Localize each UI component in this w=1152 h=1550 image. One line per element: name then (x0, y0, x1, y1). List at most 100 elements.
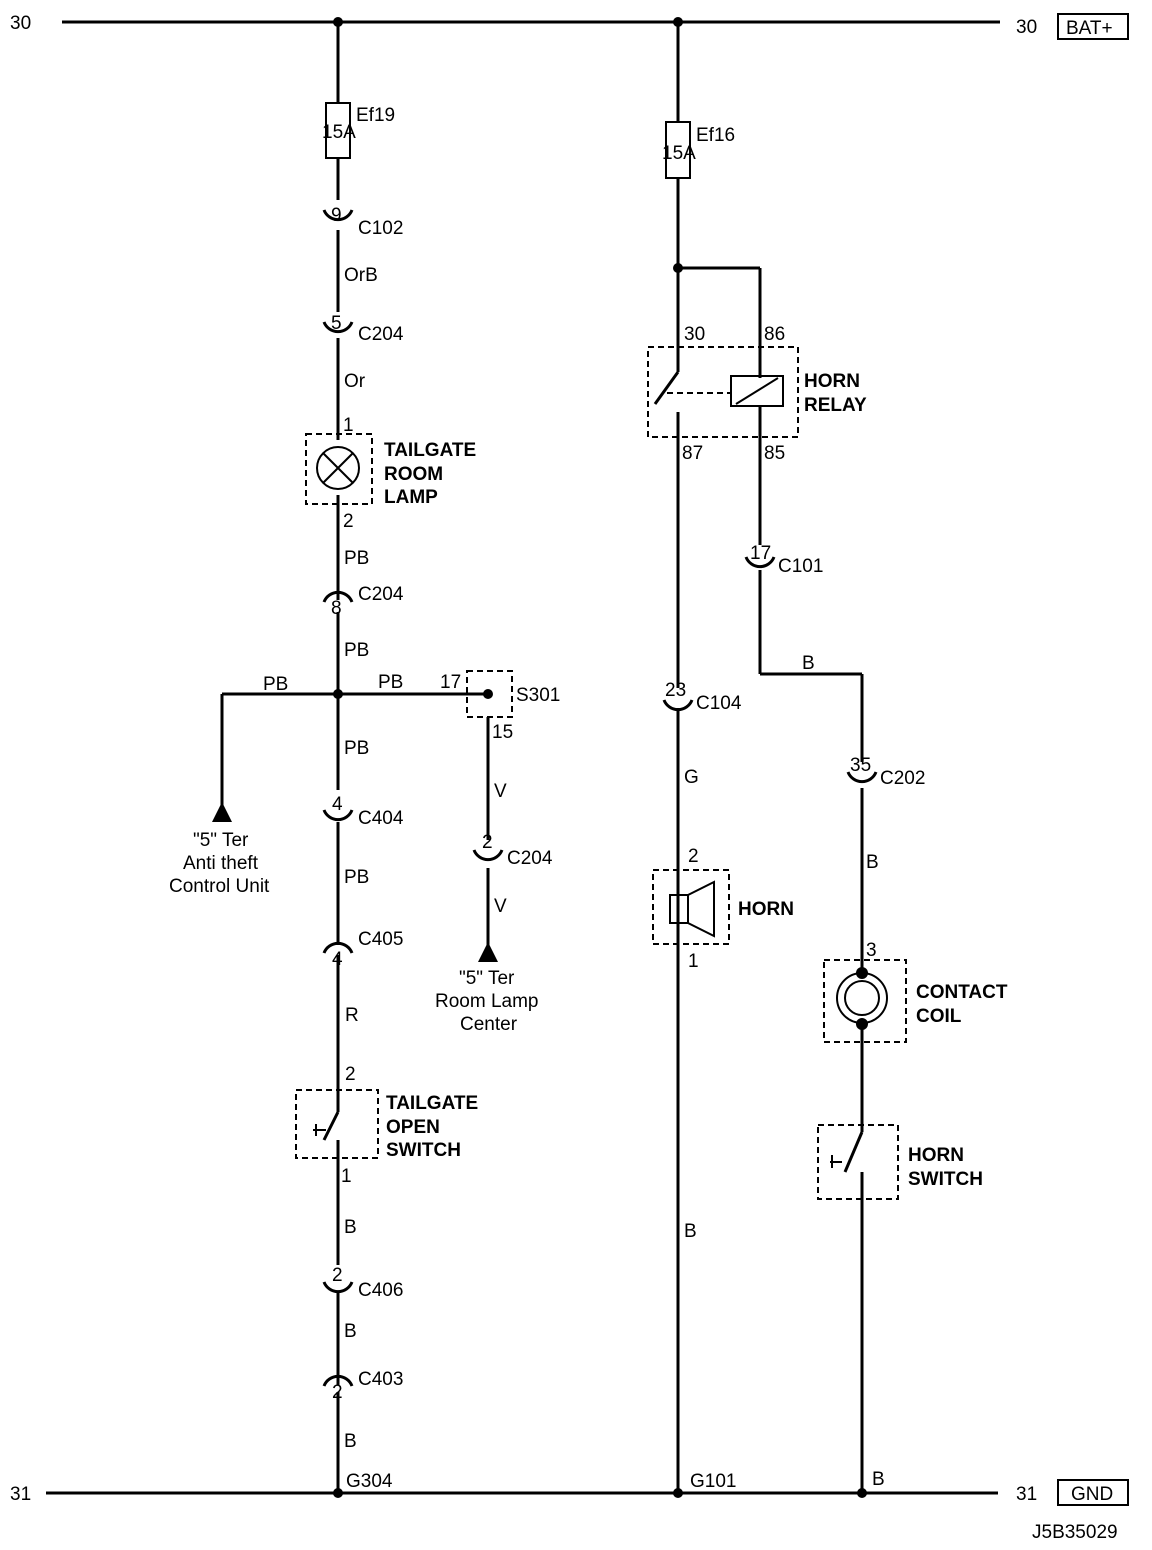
power-rail: 30 30 BAT+ (10, 13, 1129, 40)
wire-color-or: Or (344, 371, 366, 392)
antitheft-line-2: Anti theft (183, 853, 259, 874)
wire-color-pb-2: PB (344, 640, 369, 661)
connector-c406: 2 C406 (322, 1265, 403, 1301)
roomlamp-line-3: Center (460, 1014, 518, 1035)
s301-pin-out: 15 (492, 722, 513, 743)
connector-c202: 35 C202 (846, 755, 925, 789)
c403-pin: 2 (332, 1382, 343, 1403)
ground-rail: 31 31 GND J5B35029 (10, 1479, 1129, 1543)
horn-relay: 30 86 87 85 HORN RELAY (647, 324, 867, 464)
splice-s301: 17 S301 15 (440, 670, 560, 743)
fuse-ef19: Ef19 15A (322, 102, 395, 159)
wire-color-b-1: B (344, 1217, 357, 1238)
lamp-label-1: TAILGATE (384, 440, 476, 461)
roomlamp-line-2: Room Lamp (435, 991, 539, 1012)
c204-top-pin: 5 (331, 313, 342, 334)
horn-label: HORN (738, 899, 794, 920)
horn-pin-out: 1 (688, 951, 699, 972)
connector-c204-mid: 8 C204 (322, 584, 404, 619)
fuse-ef16: Ef16 15A (662, 121, 735, 179)
ground-g304: G304 (346, 1471, 393, 1492)
s301-pin-in: 17 (440, 672, 461, 693)
horn: 2 1 HORN (652, 846, 794, 972)
switch-pin-out: 1 (341, 1166, 352, 1187)
coil-label-1: CONTACT (916, 982, 1008, 1003)
connector-c104: 23 C104 (662, 680, 742, 714)
anti-theft-control-unit-ref: "5" Ter Anti theft Control Unit (169, 830, 270, 897)
relay-pin-87: 87 (682, 443, 703, 464)
antitheft-line-1: "5" Ter (193, 830, 249, 851)
lamp-pin-in: 1 (343, 415, 354, 436)
horn-switch-label-1: HORN (908, 1145, 964, 1166)
c404-id: C404 (358, 808, 404, 829)
wire-color-orb: OrB (344, 265, 378, 286)
wire-color-pb-1: PB (344, 548, 369, 569)
wire-color-b-relay: B (802, 653, 815, 674)
antitheft-line-3: Control Unit (169, 876, 270, 897)
connector-c404: 4 C404 (322, 794, 404, 829)
fuse-ef16-rating: 15A (662, 143, 696, 164)
rail-top-right-label: 30 (1016, 17, 1037, 38)
c101-pin: 17 (750, 543, 771, 564)
horn-switch: HORN SWITCH (817, 1124, 983, 1200)
coil-pin: 3 (866, 940, 877, 961)
c102-id: C102 (358, 218, 403, 239)
c406-id: C406 (358, 1280, 403, 1301)
c204-mid-pin: 8 (331, 598, 342, 619)
c204-mid-id: C204 (358, 584, 404, 605)
bat-plus-tag: BAT+ (1066, 18, 1113, 39)
lamp-pin-out: 2 (343, 511, 354, 532)
c101-id: C101 (778, 556, 823, 577)
coil-label-2: COIL (916, 1006, 962, 1027)
connector-c204-top: 5 C204 (322, 313, 404, 345)
wire-color-pb-right: PB (378, 672, 403, 693)
relay-label-2: RELAY (804, 395, 867, 416)
c204-v-id: C204 (507, 848, 553, 869)
fuse-ef16-id: Ef16 (696, 125, 735, 146)
c405-id: C405 (358, 929, 403, 950)
wire-color-v-1: V (494, 781, 507, 802)
lamp-label-2: ROOM (384, 464, 443, 485)
relay-pin-30: 30 (684, 324, 705, 345)
wire-color-pb-left: PB (263, 674, 288, 695)
c403-id: C403 (358, 1369, 403, 1390)
lamp-label-3: LAMP (384, 487, 438, 508)
wire-color-r: R (345, 1005, 359, 1026)
rail-top-left-label: 30 (10, 13, 31, 34)
c104-id: C104 (696, 693, 742, 714)
connector-c102: 9 C102 (322, 205, 403, 239)
c204-top-id: C204 (358, 324, 404, 345)
switch-label-2: OPEN (386, 1117, 440, 1138)
switch-label-1: TAILGATE (386, 1093, 478, 1114)
contact-coil: 3 CONTACT COIL (823, 940, 1008, 1043)
wire-color-b-coil: B (866, 852, 879, 873)
wire-color-b-gnd: B (872, 1469, 885, 1490)
relay-pin-86: 86 (764, 324, 785, 345)
diagram-reference: J5B35029 (1032, 1522, 1118, 1543)
connector-c405: 4 C405 (322, 929, 403, 970)
connector-c101: 17 C101 (744, 543, 823, 577)
c104-pin: 23 (665, 680, 686, 701)
wire-color-pb-4: PB (344, 867, 369, 888)
tailgate-open-switch: 2 1 TAILGATE OPEN SWITCH (295, 1064, 478, 1187)
fuse-ef19-id: Ef19 (356, 105, 395, 126)
c404-pin: 4 (332, 794, 343, 815)
wire-color-b-horn: B (684, 1221, 697, 1242)
wire-color-pb-3: PB (344, 738, 369, 759)
switch-pin-in: 2 (345, 1064, 356, 1085)
horn-pin-in: 2 (688, 846, 699, 867)
c406-pin: 2 (332, 1265, 343, 1286)
right-circuit: Ef16 15A 30 86 87 85 HORN RELAY 17 C101 … (647, 22, 1008, 1493)
wire-color-v-2: V (494, 896, 507, 917)
rail-bottom-right-label: 31 (1016, 1484, 1037, 1505)
gnd-tag: GND (1071, 1484, 1113, 1505)
c405-pin: 4 (332, 949, 343, 970)
wire-color-g: G (684, 767, 699, 788)
tailgate-room-lamp: 1 2 TAILGATE ROOM LAMP (305, 415, 476, 532)
wire-color-b-3: B (344, 1431, 357, 1452)
relay-pin-85: 85 (764, 443, 785, 464)
left-circuit: Ef19 15A 9 C102 OrB 5 C204 Or 1 2 TAILGA… (169, 22, 560, 1493)
c204-v-pin: 2 (482, 832, 493, 853)
c202-pin: 35 (850, 755, 871, 776)
